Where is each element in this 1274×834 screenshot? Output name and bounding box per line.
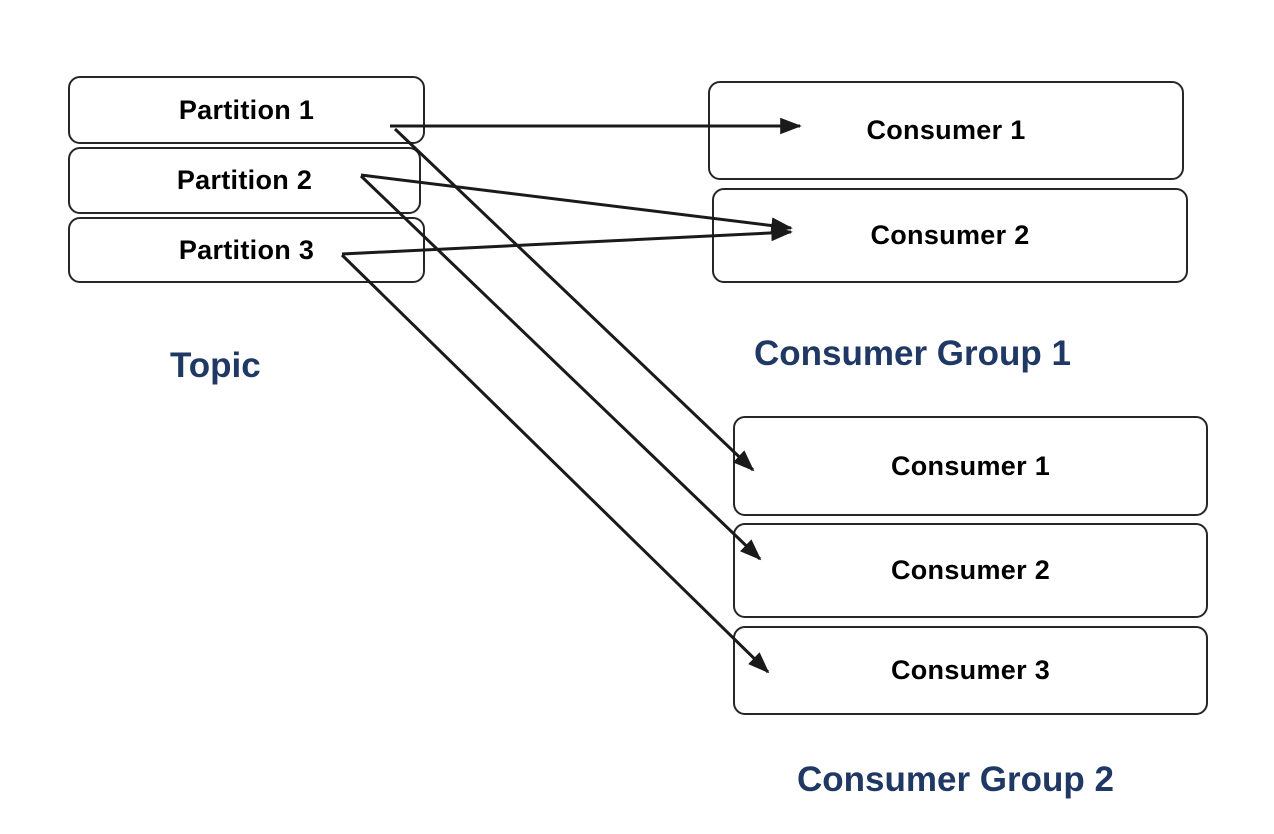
- arrow-partition3-to-group2-consumer3: [340, 253, 770, 674]
- topic-label: Topic: [170, 346, 261, 385]
- consumer-group-2-label: Consumer Group 2: [797, 760, 1114, 799]
- group1-consumer-1-label: Consumer 1: [866, 115, 1026, 145]
- group1-consumer-2-box: Consumer 2: [712, 188, 1188, 283]
- consumer-group-1-label: Consumer Group 1: [754, 334, 1071, 373]
- partition-3-label: Partition 3: [178, 234, 315, 265]
- group2-consumer-2-box: Consumer 2: [733, 523, 1208, 618]
- arrow-partition1-to-group2-consumer1: [393, 127, 755, 472]
- group2-consumer-1-box: Consumer 1: [733, 416, 1208, 516]
- partition-1-label: Partition 1: [178, 94, 315, 125]
- partition-3-box: Partition 3: [68, 217, 425, 283]
- group2-consumer-3-label: Consumer 3: [890, 655, 1051, 685]
- group2-consumer-1-label: Consumer 1: [890, 450, 1051, 481]
- group2-consumer-3-box: Consumer 3: [733, 626, 1208, 715]
- group2-consumer-2-label: Consumer 2: [890, 555, 1051, 585]
- group1-consumer-1-box: Consumer 1: [708, 81, 1184, 180]
- group1-consumer-2-label: Consumer 2: [870, 220, 1030, 250]
- partition-2-label: Partition 2: [176, 165, 313, 195]
- partition-1-box: Partition 1: [68, 76, 425, 144]
- partition-2-box: Partition 2: [68, 147, 421, 214]
